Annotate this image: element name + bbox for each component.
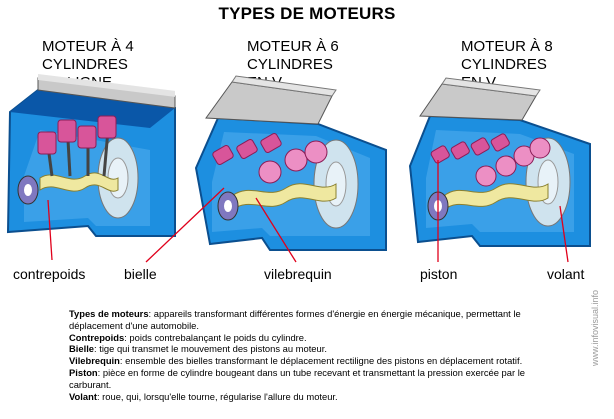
pointer-bielle	[145, 187, 225, 263]
engine-8-piston	[495, 155, 517, 177]
pointer-vilebrequin	[255, 197, 297, 263]
pointer-contrepoids	[47, 199, 53, 261]
engine-8-piston	[470, 137, 490, 156]
watermark: www.infovisual.info	[590, 290, 600, 367]
engine-6-piston	[212, 145, 234, 165]
engines-illustration	[6, 74, 591, 263]
label-volant: volant	[547, 266, 585, 282]
pointer-volant	[559, 205, 569, 263]
engine-6-piston	[284, 148, 308, 172]
engine-4-head-top	[38, 74, 175, 97]
legend-entry: Bielle: tige qui transmet le mouvement d…	[69, 343, 327, 355]
legend-entry: Volant: roue, qui, lorsqu'elle tourne, r…	[69, 390, 338, 402]
label-contrepoids: contrepoids	[13, 266, 86, 282]
engine-4-piston	[57, 119, 77, 143]
legend-entry: Vilebrequin: ensemble des bielles transf…	[69, 355, 523, 367]
engine-6-piston	[258, 160, 282, 184]
engine-6-crankshaft	[231, 183, 337, 212]
legend-entry: Types de moteurs: appareils transformant…	[69, 308, 521, 331]
engine-4-crankshaft	[39, 172, 119, 192]
engine-6-v	[194, 75, 387, 251]
engine-8-piston	[529, 137, 551, 159]
engine-8-piston	[490, 133, 510, 152]
engine-6-piston	[260, 133, 282, 153]
engine-6-piston	[304, 140, 328, 164]
engine-8-piston	[430, 145, 450, 164]
engine-4-piston	[37, 131, 57, 155]
engine-4-block-top	[10, 90, 175, 128]
legend-entry: Piston: pièce en forme de cylindre bouge…	[69, 366, 525, 390]
engine-8-piston	[450, 141, 470, 160]
engine-8-piston	[475, 165, 497, 187]
engine-4-inline	[6, 74, 176, 237]
engine-8-v	[408, 77, 591, 247]
label-vilebrequin: vilebrequin	[264, 266, 332, 282]
engine-4-piston	[97, 115, 117, 139]
engine-4-piston	[77, 125, 97, 149]
legend: Types de moteurs: appareils transformant…	[69, 308, 539, 402]
engine-6-piston	[236, 139, 258, 159]
engine-8-crankshaft	[443, 183, 549, 212]
label-bielle: bielle	[124, 266, 157, 282]
legend-entry: Contrepoids: poids contrebalançant le po…	[69, 331, 307, 343]
diagram-title: TYPES DE MOTEURS	[218, 4, 396, 23]
label-piston: piston	[420, 266, 458, 282]
